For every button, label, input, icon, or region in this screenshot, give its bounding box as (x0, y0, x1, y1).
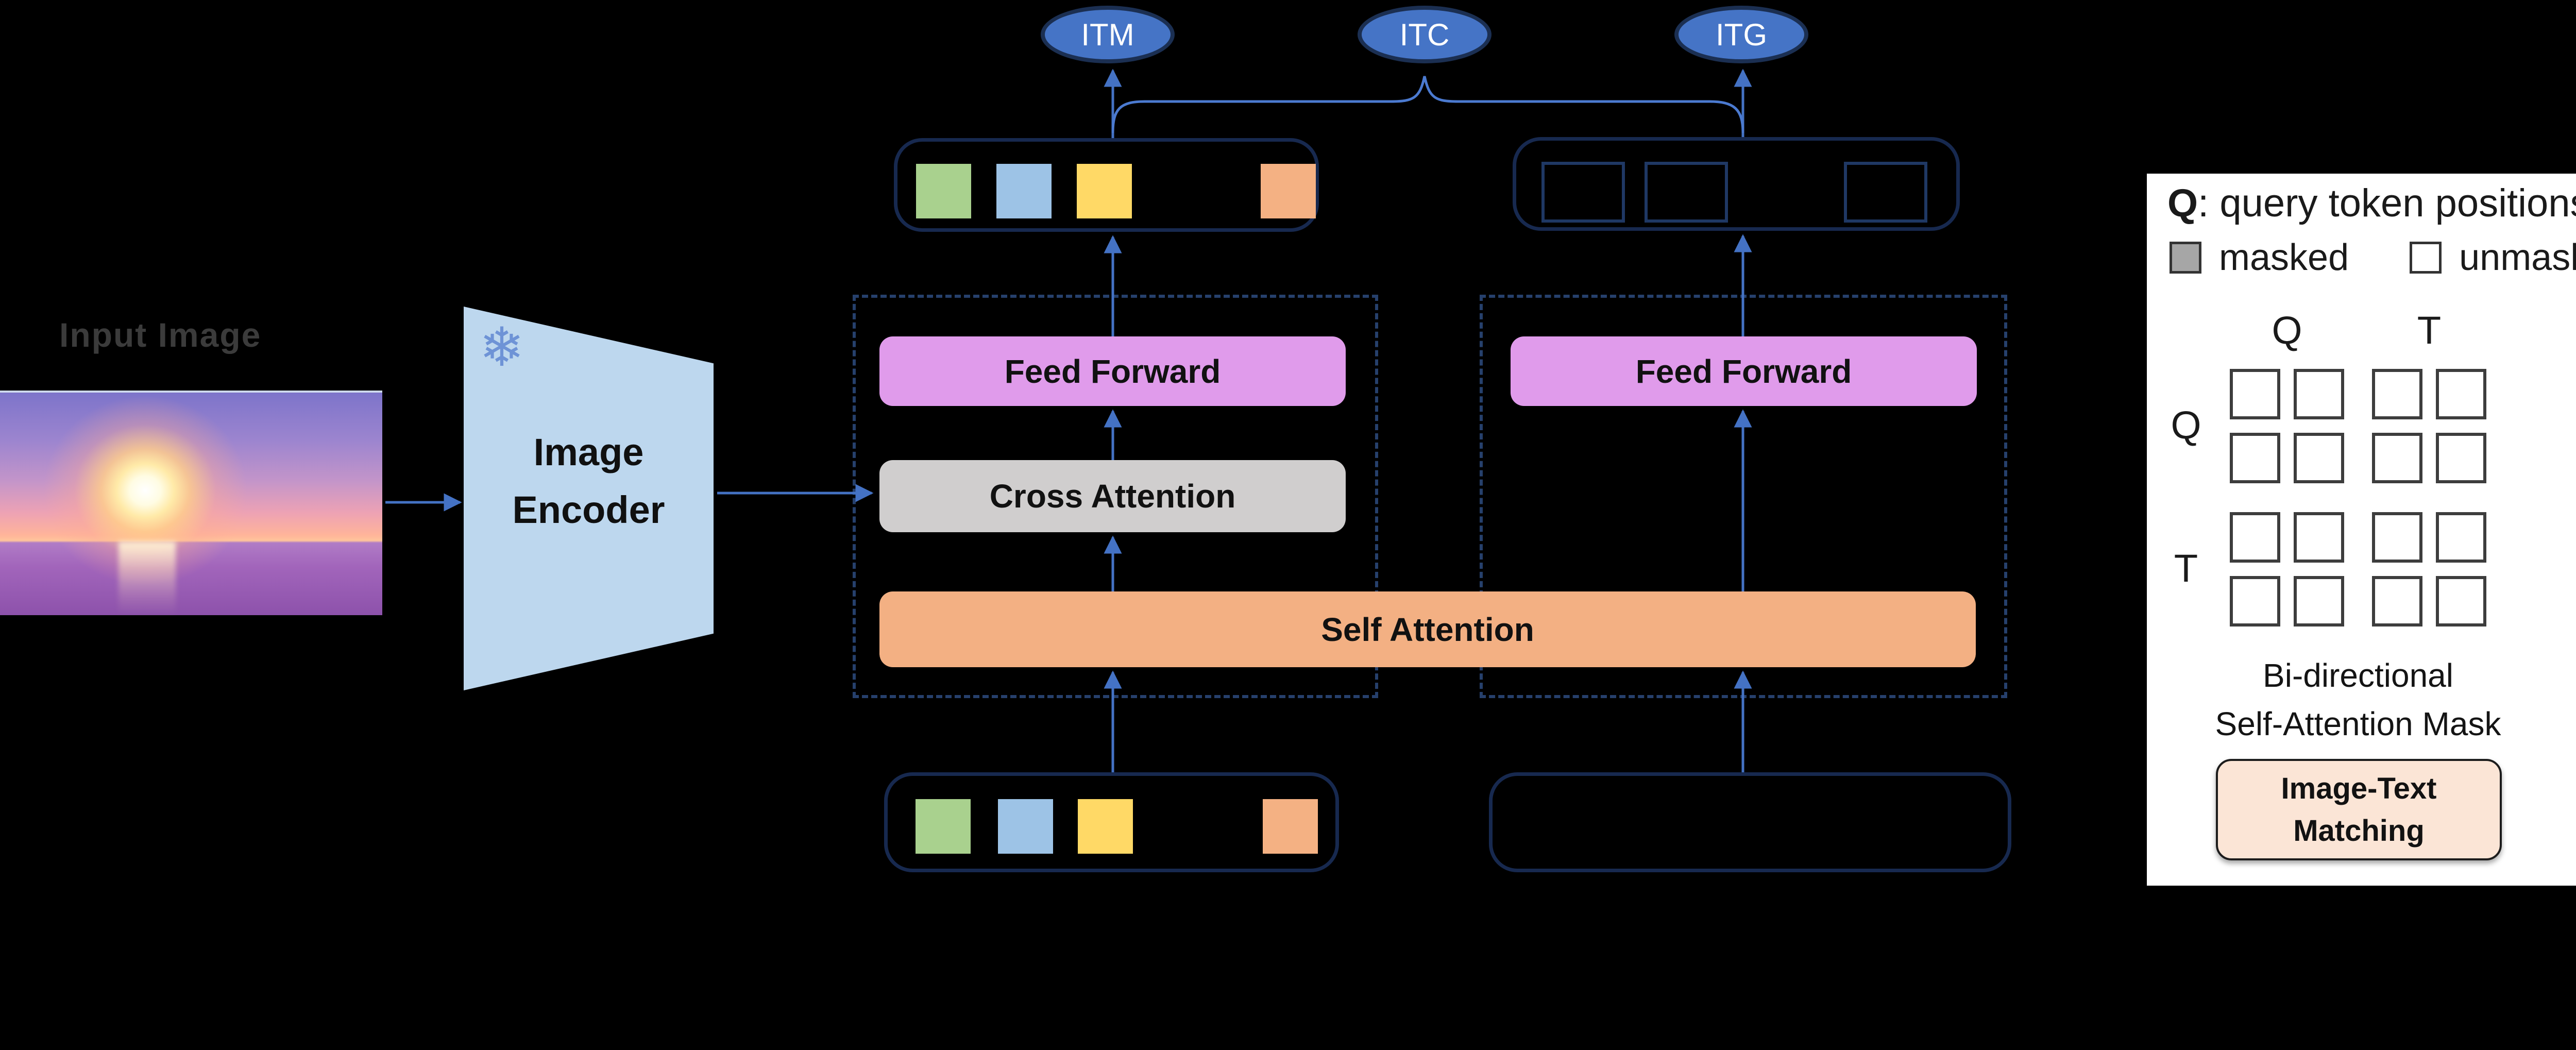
badge-line1: Image-Text (2281, 771, 2437, 805)
unmasked-cell (2294, 512, 2344, 563)
self-attention-block: Self Attention (879, 591, 1976, 667)
sun-reflection (118, 541, 176, 615)
row-header-t: T (2174, 547, 2198, 590)
row-header-q: Q (2171, 403, 2201, 447)
query-token (1077, 164, 1132, 218)
feed-forward-right-block: Feed Forward (1511, 336, 1977, 406)
image-encoder-label-line2: Encoder (512, 488, 665, 531)
feed-forward-right-label: Feed Forward (1635, 352, 1852, 390)
text-output-embeddings-box (1513, 137, 1960, 231)
itc-label: ITC (1399, 17, 1450, 52)
unmasked-cell (2294, 369, 2344, 419)
itc-head: ITC (1358, 6, 1492, 63)
learned-queries-box (884, 772, 1339, 872)
query-token (998, 799, 1053, 854)
masked-label: masked (2219, 237, 2349, 278)
unmasked-cell (2230, 512, 2280, 563)
caption-line1: Bi-directional (2263, 657, 2453, 694)
unmasked-cell (2372, 433, 2422, 483)
text-token-placeholder (1645, 162, 1728, 223)
image-encoder-label: Image Encoder (464, 424, 714, 539)
unmasked-cell (2436, 433, 2486, 483)
text-token-placeholder (1541, 162, 1625, 223)
mask-caption: Bi-directional Self-Attention Mask (2126, 651, 2576, 748)
image-encoder-label-line1: Image (533, 431, 644, 473)
unmasked-cell (2436, 512, 2486, 563)
col-header-t: T (2417, 309, 2442, 352)
col-header-q: Q (2272, 309, 2302, 352)
unmasked-cell (2436, 369, 2486, 419)
itg-head: ITG (1674, 6, 1808, 63)
feed-forward-left-label: Feed Forward (1004, 352, 1221, 390)
legend-q-symbol: Q (2167, 181, 2198, 225)
query-token (916, 799, 971, 854)
legend-line1: Q: query token positions; T: text token … (2167, 181, 2576, 226)
unmasked-cell (2230, 433, 2280, 483)
caption-line2: Self-Attention Mask (2564, 700, 2576, 748)
mask-caption: Multi-modal Causal Self-Attention Mask (2564, 651, 2576, 748)
image-encoder-block (464, 307, 714, 690)
itg-label: ITG (1716, 17, 1767, 52)
cross-attention-block: Cross Attention (879, 460, 1346, 532)
unmasked-cell (2372, 576, 2422, 626)
input-image-label: Input Image (59, 316, 262, 354)
text-token-placeholder (1844, 162, 1927, 223)
feed-forward-left-block: Feed Forward (879, 336, 1346, 406)
self-attention-label: Self Attention (1321, 611, 1534, 648)
legend-line2: masked unmasked (2170, 236, 2576, 279)
unmasked-label: unmasked (2459, 237, 2576, 278)
unmasked-cell (2372, 369, 2422, 419)
caption-line2: Self-Attention Mask (2215, 705, 2501, 742)
cross-attention-label: Cross Attention (989, 478, 1236, 515)
query-output-embeddings-box (894, 138, 1319, 232)
image-text-matching-badge: Image-Text Matching (2216, 759, 2502, 860)
legend-q-desc: : query token positions; (2198, 181, 2576, 225)
frozen-snowflake-icon: ❄ (479, 317, 524, 378)
unmasked-cell (2372, 512, 2422, 563)
unmasked-cell (2230, 576, 2280, 626)
query-token (996, 164, 1052, 218)
masked-swatch (2170, 242, 2201, 274)
query-token (916, 164, 971, 218)
badge-line2: Matching (2293, 814, 2425, 848)
mask-column-bidirectional: Q T Q T Bi-directional Self-Attention Ma… (2171, 309, 2502, 860)
qformer-image-transformer-box (853, 295, 1378, 698)
unmasked-swatch (2410, 242, 2442, 274)
unmasked-cell (2230, 369, 2280, 419)
caption-line1: Multi-modal Causal (2564, 651, 2576, 700)
input-text-box (1489, 772, 2011, 872)
unmasked-cell (2294, 433, 2344, 483)
query-token (1263, 799, 1318, 854)
itm-label: ITM (1081, 17, 1134, 52)
attention-mask-panel: Q: query token positions; T: text token … (2147, 174, 2576, 886)
itm-head: ITM (1041, 6, 1175, 63)
itc-brace-connector (1111, 76, 1744, 133)
input-image-photo (0, 391, 382, 615)
unmasked-cell (2294, 576, 2344, 626)
query-token (1078, 799, 1133, 854)
query-token (1261, 164, 1316, 218)
unmasked-cell (2436, 576, 2486, 626)
